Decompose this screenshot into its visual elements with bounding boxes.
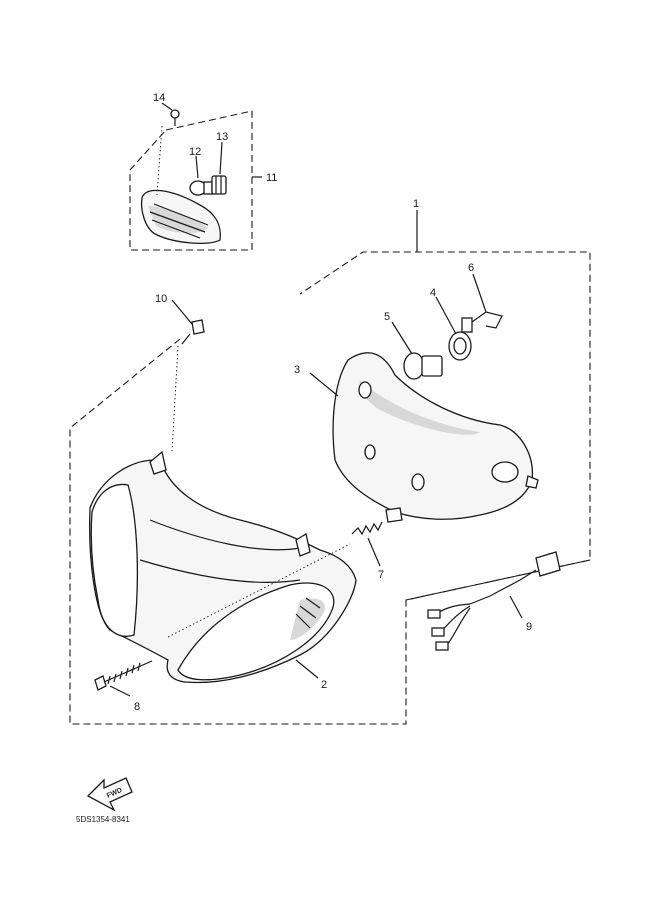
spring-7: [351, 521, 383, 536]
callout-12: 12: [189, 146, 201, 158]
callout-5: 5: [384, 311, 390, 323]
screw-8: [94, 660, 153, 691]
socket-4: [448, 317, 473, 361]
fwd-arrow-icon: FWD: [86, 777, 133, 812]
leader-lines: [109, 102, 523, 697]
diagram-code: 5DS1354-8341: [76, 815, 130, 824]
socket-13: [211, 175, 227, 195]
wire-harness-9: [427, 551, 561, 651]
callout-labels: 1 2 3 4 5 6 7 8 9 10 11 12 13 14: [134, 92, 532, 713]
callout-1: 1: [413, 198, 419, 210]
headlight-body-2: [89, 450, 357, 684]
callout-4: 4: [430, 287, 436, 299]
callout-13: 13: [216, 131, 228, 143]
screw-14: [156, 109, 180, 196]
callout-11: 11: [266, 172, 277, 184]
small-lamp-group-outline: [129, 110, 262, 251]
callout-6: 6: [468, 262, 474, 274]
position-lamp-lens: [140, 189, 221, 244]
callout-2: 2: [321, 679, 327, 691]
bulb-5: [403, 352, 443, 380]
callout-14: 14: [153, 92, 165, 104]
wire-clip-6: [471, 311, 503, 329]
wire-harness-outline: [405, 559, 591, 601]
callout-10: 10: [155, 293, 167, 305]
screw-10: [171, 319, 205, 453]
reflector-unit-3: [332, 352, 539, 523]
callout-8: 8: [134, 701, 140, 713]
callout-3: 3: [294, 364, 300, 376]
bulb-12: [189, 180, 213, 196]
callout-7: 7: [378, 569, 384, 581]
callout-9: 9: [526, 621, 532, 633]
